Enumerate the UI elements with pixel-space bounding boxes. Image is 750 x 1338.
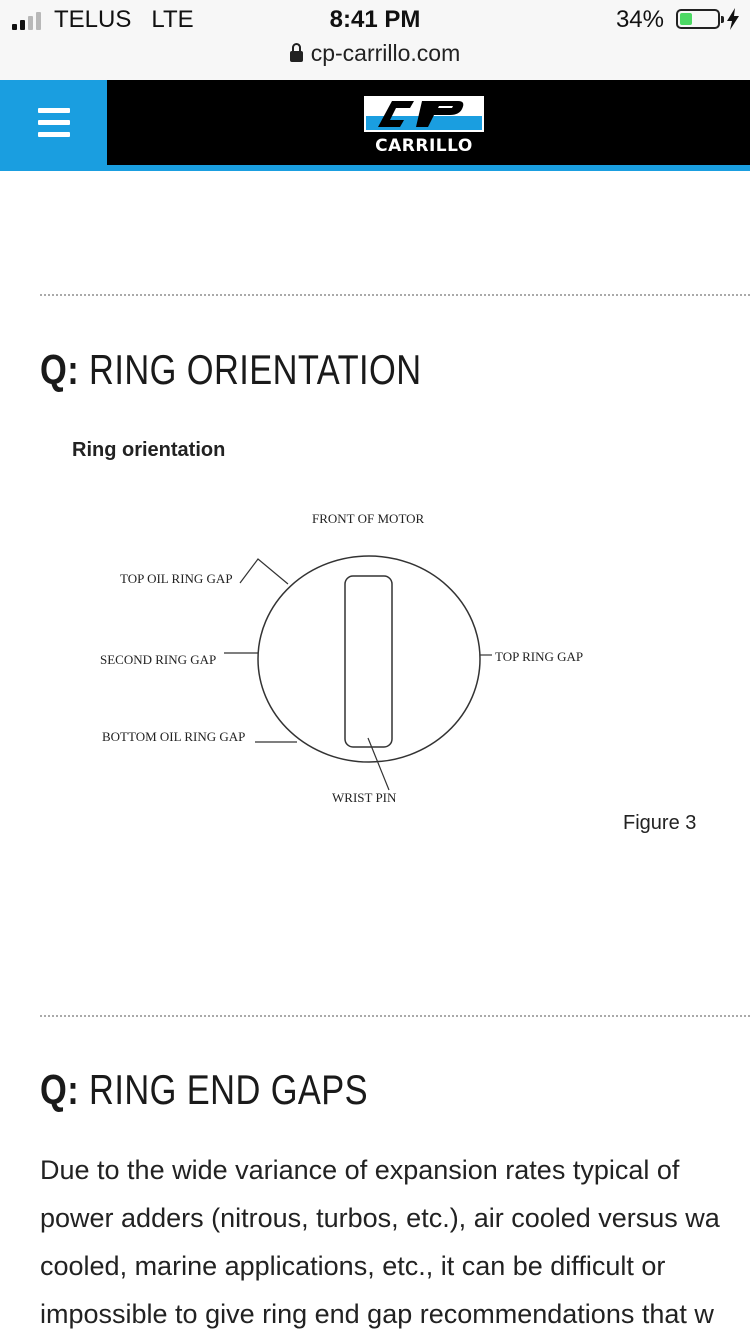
figure-title: Ring orientation bbox=[72, 439, 226, 461]
paragraph-line: power adders (nitrous, turbos, etc.), ai… bbox=[40, 1203, 720, 1233]
ring-end-gaps-paragraph: Due to the wide variance of expansion ra… bbox=[40, 1146, 750, 1338]
ring-orientation-diagram: FRONT OF MOTOR TOP OIL RING GAP SECOND R… bbox=[100, 511, 583, 805]
paragraph-line: impossible to give ring end gap recommen… bbox=[40, 1299, 714, 1329]
carrillo-logo[interactable]: CARRILLO bbox=[362, 92, 486, 156]
section-heading-ring-end-gaps: Q: RING END GAPS bbox=[40, 1066, 369, 1113]
battery-fill bbox=[680, 13, 692, 25]
label-top-ring-gap: TOP RING GAP bbox=[495, 649, 583, 664]
logo-text: CARRILLO bbox=[375, 136, 473, 156]
network-label: LTE bbox=[151, 6, 194, 33]
label-second-ring-gap: SECOND RING GAP bbox=[100, 652, 216, 667]
paragraph-line: cooled, marine applications, etc., it ca… bbox=[40, 1251, 666, 1281]
label-top-oil-ring-gap: TOP OIL RING GAP bbox=[120, 571, 233, 586]
clock: 8:41 PM bbox=[329, 6, 421, 33]
battery-percent: 34% bbox=[615, 6, 664, 33]
url-text: cp-carrillo.com bbox=[310, 40, 461, 66]
figure-caption: Figure 3 bbox=[623, 812, 697, 834]
lock-icon bbox=[289, 43, 303, 62]
label-wrist-pin: WRIST PIN bbox=[332, 790, 397, 805]
piston-circle bbox=[257, 555, 481, 763]
address-bar[interactable]: cp-carrillo.com bbox=[0, 40, 750, 67]
section-divider bbox=[40, 1015, 750, 1017]
cp-logo-icon bbox=[364, 96, 484, 132]
wrist-pin-outline bbox=[344, 575, 393, 748]
section-divider bbox=[40, 294, 750, 296]
paragraph-line: Due to the wide variance of expansion ra… bbox=[40, 1155, 680, 1185]
site-header: CARRILLO bbox=[0, 80, 750, 171]
battery-icon bbox=[676, 9, 724, 29]
hamburger-menu-icon bbox=[37, 108, 70, 113]
label-front-of-motor: FRONT OF MOTOR bbox=[312, 511, 425, 526]
hamburger-menu-button[interactable] bbox=[0, 80, 107, 165]
status-bar: TELUS LTE 8:41 PM 34% cp-carrillo.com bbox=[0, 0, 750, 80]
charging-bolt-icon bbox=[727, 8, 739, 30]
label-bottom-oil-ring-gap: BOTTOM OIL RING GAP bbox=[102, 729, 245, 744]
section-heading-ring-orientation: Q: RING ORIENTATION bbox=[40, 346, 422, 393]
signal-icon bbox=[12, 10, 41, 30]
carrier-label: TELUS LTE bbox=[54, 6, 194, 33]
